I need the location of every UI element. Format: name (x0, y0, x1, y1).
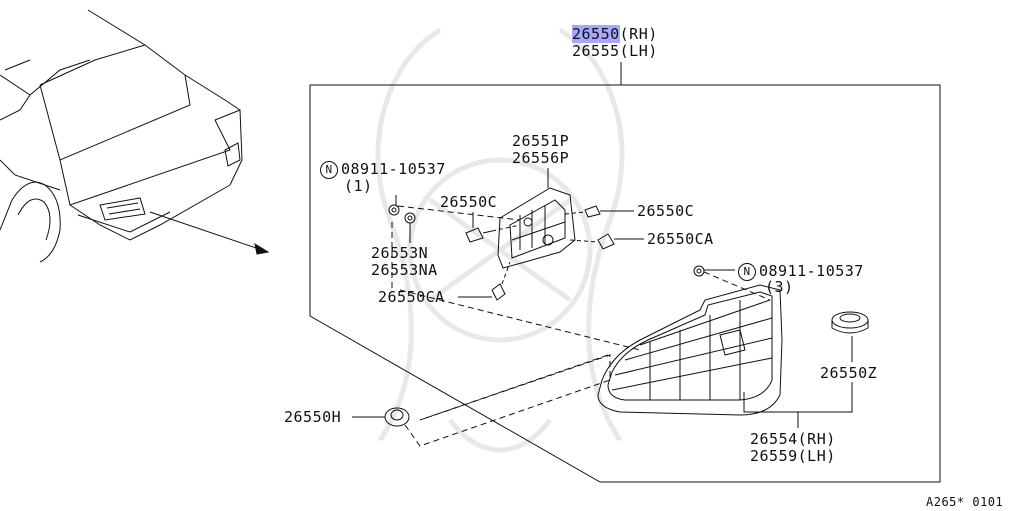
main-part-number-highlight[interactable]: 26550 (572, 25, 620, 43)
bulb-icon (597, 233, 615, 250)
pointer-arrow (149, 211, 269, 253)
socket-part-b[interactable]: 26553NA (371, 261, 438, 279)
socket-part-a[interactable]: 26553N (371, 244, 429, 262)
housing-part-a[interactable]: 26551P (512, 132, 570, 150)
n-circle-icon: N (738, 263, 756, 281)
nut-top-qty: (1) (344, 177, 373, 195)
diagram-code: A265* 0101 (926, 495, 1004, 509)
housing-part-b[interactable]: 26556P (512, 149, 570, 167)
leader-lens-bracket (743, 382, 853, 413)
main-part-lh[interactable]: 26555(LH) (572, 42, 658, 60)
lamp-housing (497, 187, 576, 269)
n-circle-icon: N (320, 161, 338, 179)
assembly-frame (309, 84, 941, 483)
lens-lh-label[interactable]: 26559(LH) (750, 447, 836, 465)
bulb-c-right-label[interactable]: 26550C (637, 202, 695, 220)
tail-lens (597, 284, 783, 416)
nut-icon (388, 204, 400, 216)
main-part-rh-suffix: (RH) (619, 25, 658, 43)
nut-icon (693, 265, 705, 277)
car-outline (0, 9, 243, 263)
watermark-icon (375, 27, 625, 453)
cap-label[interactable]: 26550Z (820, 364, 878, 382)
arrowhead-icon (254, 242, 270, 255)
cap-icon (831, 311, 869, 334)
grommet-label[interactable]: 26550H (284, 408, 342, 426)
main-part-rh[interactable]: 26550(RH) (572, 25, 658, 43)
bulb-c-left-label[interactable]: 26550C (440, 193, 498, 211)
bulb-icon (465, 227, 493, 243)
bulb-ca-left-label[interactable]: 26550CA (378, 288, 445, 306)
bulb-icon (491, 283, 506, 301)
nut-top-number[interactable]: 08911-10537 (341, 160, 446, 178)
nut-right-number[interactable]: 08911-10537 (759, 262, 864, 280)
bulb-icon (584, 205, 601, 218)
lens-rh-label[interactable]: 26554(RH) (750, 430, 836, 448)
nut-right-qty: (3) (765, 278, 794, 296)
bulb-ca-right-label[interactable]: 26550CA (647, 230, 714, 248)
